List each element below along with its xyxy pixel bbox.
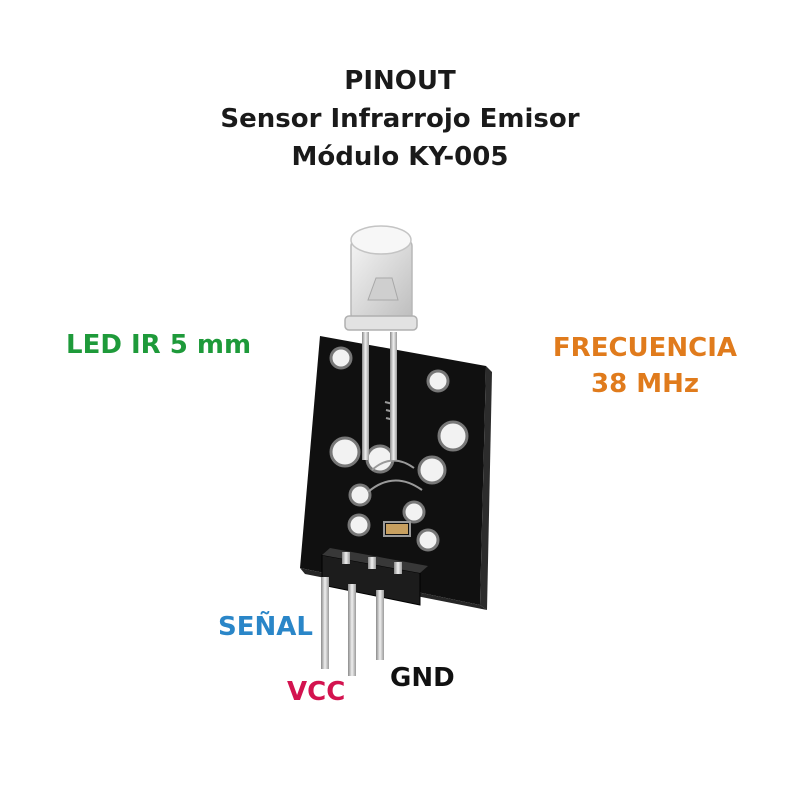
title-line-module: Módulo KY-005 [291, 142, 509, 172]
title-line-sensor: Sensor Infrarrojo Emisor [220, 104, 580, 134]
led-leads [362, 332, 397, 460]
smd-resistor [386, 524, 408, 534]
label-gnd-pin: GND [390, 663, 455, 693]
label-frequency: FRECUENCIA 38 MHz [540, 330, 750, 402]
diagram-title: PINOUT Sensor Infrarrojo Emisor Módulo K… [0, 62, 800, 176]
label-frequency-title: FRECUENCIA [552, 333, 738, 363]
header-pins [321, 552, 402, 676]
label-signal-pin: SEÑAL [218, 612, 313, 642]
title-line-pinout: PINOUT [344, 66, 456, 96]
ir-led [344, 225, 418, 331]
label-vcc-pin: VCC [287, 677, 346, 707]
pcb-holes [329, 346, 469, 552]
label-led-ir: LED IR 5 mm [66, 330, 252, 360]
label-frequency-value: 38 MHz [591, 369, 699, 399]
